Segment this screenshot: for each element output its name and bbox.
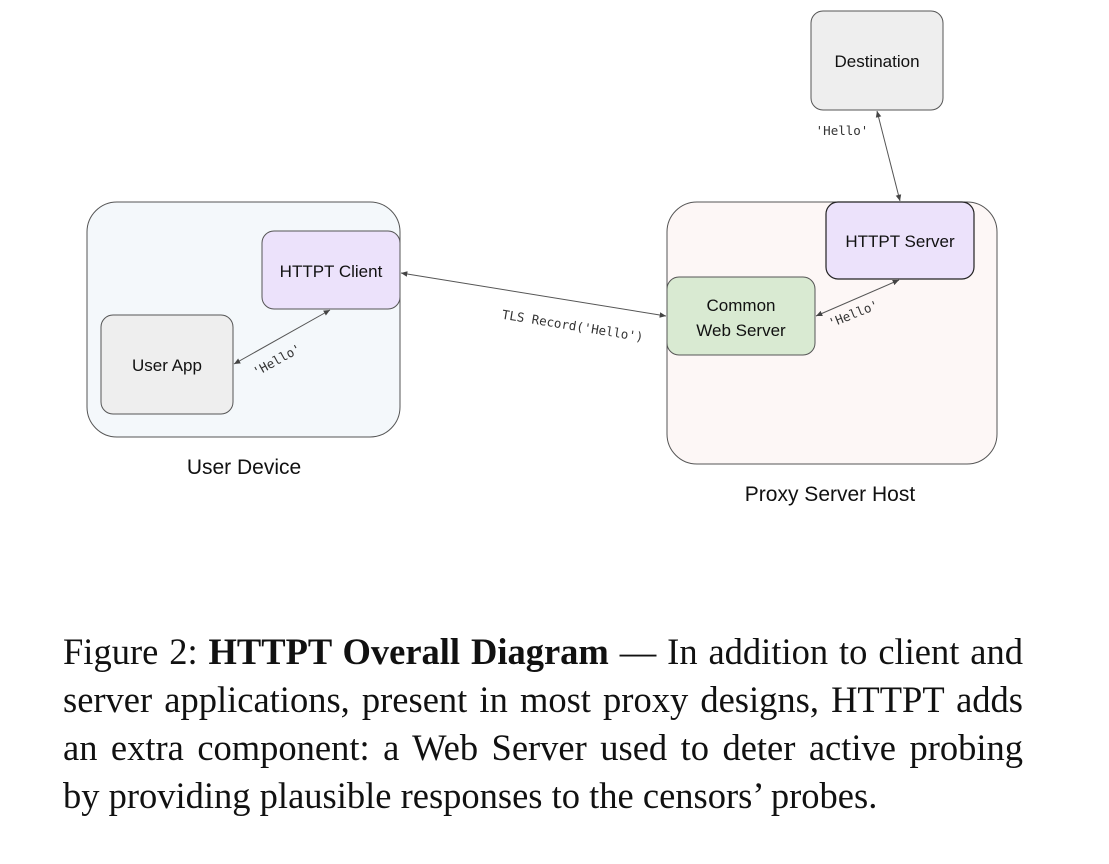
caption-body: — In addition to client and server appli… [63, 631, 1024, 816]
httpt-server-node [825, 201, 975, 280]
web-server-label-line1: Common [707, 296, 776, 315]
edge-label-destination-server: 'Hello' [816, 123, 869, 138]
httpt-diagram: Destination HTTPT Server HTTPT Client Co… [86, 10, 998, 506]
edge-label-client-webserver: TLS Record('Hello') [501, 307, 645, 345]
destination-node [810, 10, 944, 111]
caption-title: HTTPT Overall Diagram [208, 631, 609, 672]
edge-webserver-server [815, 279, 900, 317]
edge-app-client [233, 309, 331, 365]
web-server-node [666, 276, 816, 356]
user-app-label: User App [132, 356, 202, 375]
httpt-client-label: HTTPT Client [280, 262, 383, 281]
web-server-label-line2: Web Server [696, 321, 786, 340]
edge-destination-server [875, 110, 902, 202]
destination-label: Destination [834, 52, 919, 71]
user-device-label: User Device [187, 456, 301, 479]
user-app-node [100, 314, 234, 415]
httpt-client-node [261, 230, 401, 310]
caption-prefix: Figure 2: [63, 631, 209, 672]
proxy-host-label: Proxy Server Host [745, 483, 916, 506]
httpt-server-label: HTTPT Server [845, 232, 955, 251]
figure-caption: Figure 2: HTTPT Overall Diagram — In add… [63, 628, 1023, 820]
edge-client-webserver [400, 271, 667, 318]
